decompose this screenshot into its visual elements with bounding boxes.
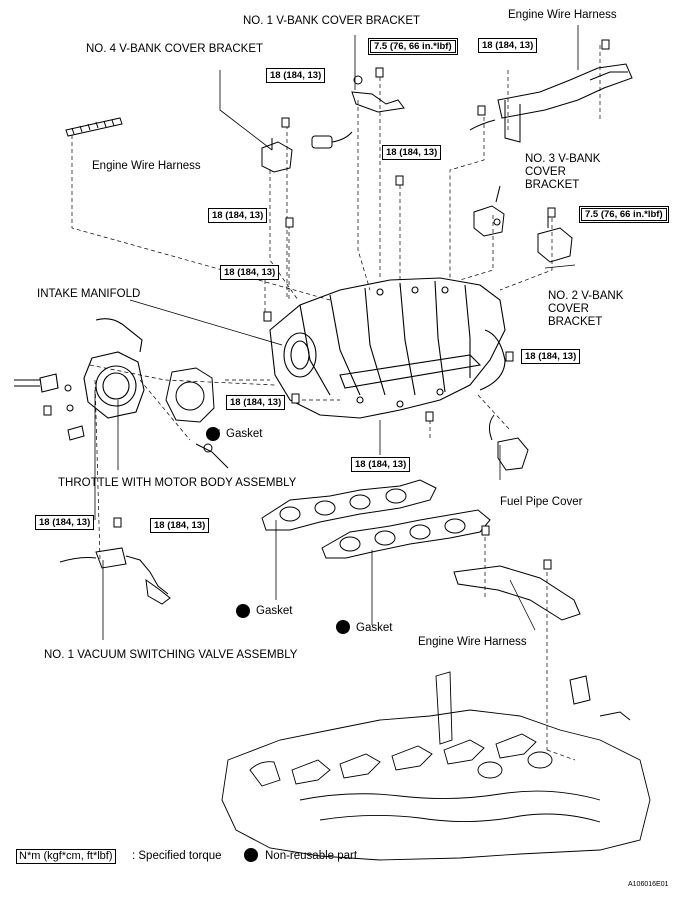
no3-bracket-part bbox=[473, 185, 505, 237]
harness-left-part bbox=[65, 117, 123, 137]
label-no2-bracket: NO. 2 V-BANK COVER BRACKET bbox=[548, 290, 624, 328]
label-gasket-3: Gasket bbox=[356, 622, 393, 634]
throttle-gasket-part bbox=[165, 367, 215, 423]
torque-box-18-lower-center: 18 (184, 13) bbox=[351, 457, 411, 472]
label-throttle: THROTTLE WITH MOTOR BODY ASSEMBLY bbox=[58, 477, 297, 489]
throttle-body-part bbox=[14, 318, 145, 419]
torque-box-18-right-middle: 18 (184, 13) bbox=[521, 349, 581, 364]
torque-box-18-vsv: 18 (184, 13) bbox=[150, 518, 210, 533]
intake-manifold-part bbox=[269, 277, 506, 419]
engine-block-part bbox=[221, 671, 651, 861]
torque-box-18-left-upper: 18 (184, 13) bbox=[208, 208, 268, 223]
torque-box-7-5-right: 7.5 (76, 66 in.*lbf) bbox=[579, 206, 669, 223]
no4-bracket-part bbox=[261, 131, 353, 173]
label-engine-harness-bottom: Engine Wire Harness bbox=[418, 636, 527, 648]
torque-box-18-center: 18 (184, 13) bbox=[382, 145, 442, 160]
bolt-markers bbox=[43, 39, 610, 570]
figure-caption: A106016E01 bbox=[628, 881, 669, 888]
torque-box-18-under-manifold: 18 (184, 13) bbox=[226, 395, 286, 410]
torque-box-7-5-top: 7.5 (76, 66 in.*lbf) bbox=[368, 38, 458, 55]
harness-bottom-part bbox=[453, 565, 631, 721]
nonreusable-dot-gasket-2 bbox=[236, 604, 250, 618]
torque-box-18-throttle: 18 (184, 13) bbox=[35, 515, 95, 530]
harness-top-right-part bbox=[469, 63, 633, 143]
nonreusable-dot-gasket-3 bbox=[336, 620, 350, 634]
nonreusable-dot-gasket-1 bbox=[206, 427, 220, 441]
torque-box-18-left-middle: 18 (184, 13) bbox=[220, 265, 280, 280]
label-intake-manifold: INTAKE MANIFOLD bbox=[37, 288, 141, 300]
legend-nonreusable-dot bbox=[244, 848, 258, 862]
label-no4-bracket: NO. 4 V-BANK COVER BRACKET bbox=[86, 43, 264, 55]
label-vsv: NO. 1 VACUUM SWITCHING VALVE ASSEMBLY bbox=[44, 649, 298, 661]
manifold-gasket-1-part bbox=[261, 479, 437, 531]
legend-nonreusable-text: Non-reusable part bbox=[265, 850, 358, 862]
label-fuel-pipe-cover: Fuel Pipe Cover bbox=[500, 496, 583, 508]
no1-bracket-part bbox=[351, 75, 405, 113]
torque-box-18-top-right: 18 (184, 13) bbox=[478, 38, 538, 53]
label-no1-bracket: NO. 1 V-BANK COVER BRACKET bbox=[243, 15, 421, 27]
label-no3-bracket: NO. 3 V-BANK COVER BRACKET bbox=[525, 153, 601, 191]
label-engine-harness-top: Engine Wire Harness bbox=[508, 9, 617, 21]
no2-bracket-part bbox=[537, 214, 573, 263]
vsv-part bbox=[59, 547, 171, 605]
fuel-pipe-cover-part bbox=[488, 414, 529, 471]
legend-unit-text: : Specified torque bbox=[132, 850, 222, 862]
label-gasket-2: Gasket bbox=[256, 605, 293, 617]
label-gasket-1: Gasket bbox=[226, 428, 263, 440]
label-engine-harness-left: Engine Wire Harness bbox=[92, 160, 201, 172]
throttle-hoses bbox=[64, 384, 229, 469]
manifold-gasket-2-part bbox=[321, 509, 491, 559]
torque-box-18-no4: 18 (184, 13) bbox=[266, 68, 326, 83]
legend-unit-box: N*m (kgf*cm, ft*lbf) bbox=[16, 849, 116, 864]
dashed-guide-lines bbox=[71, 45, 601, 761]
